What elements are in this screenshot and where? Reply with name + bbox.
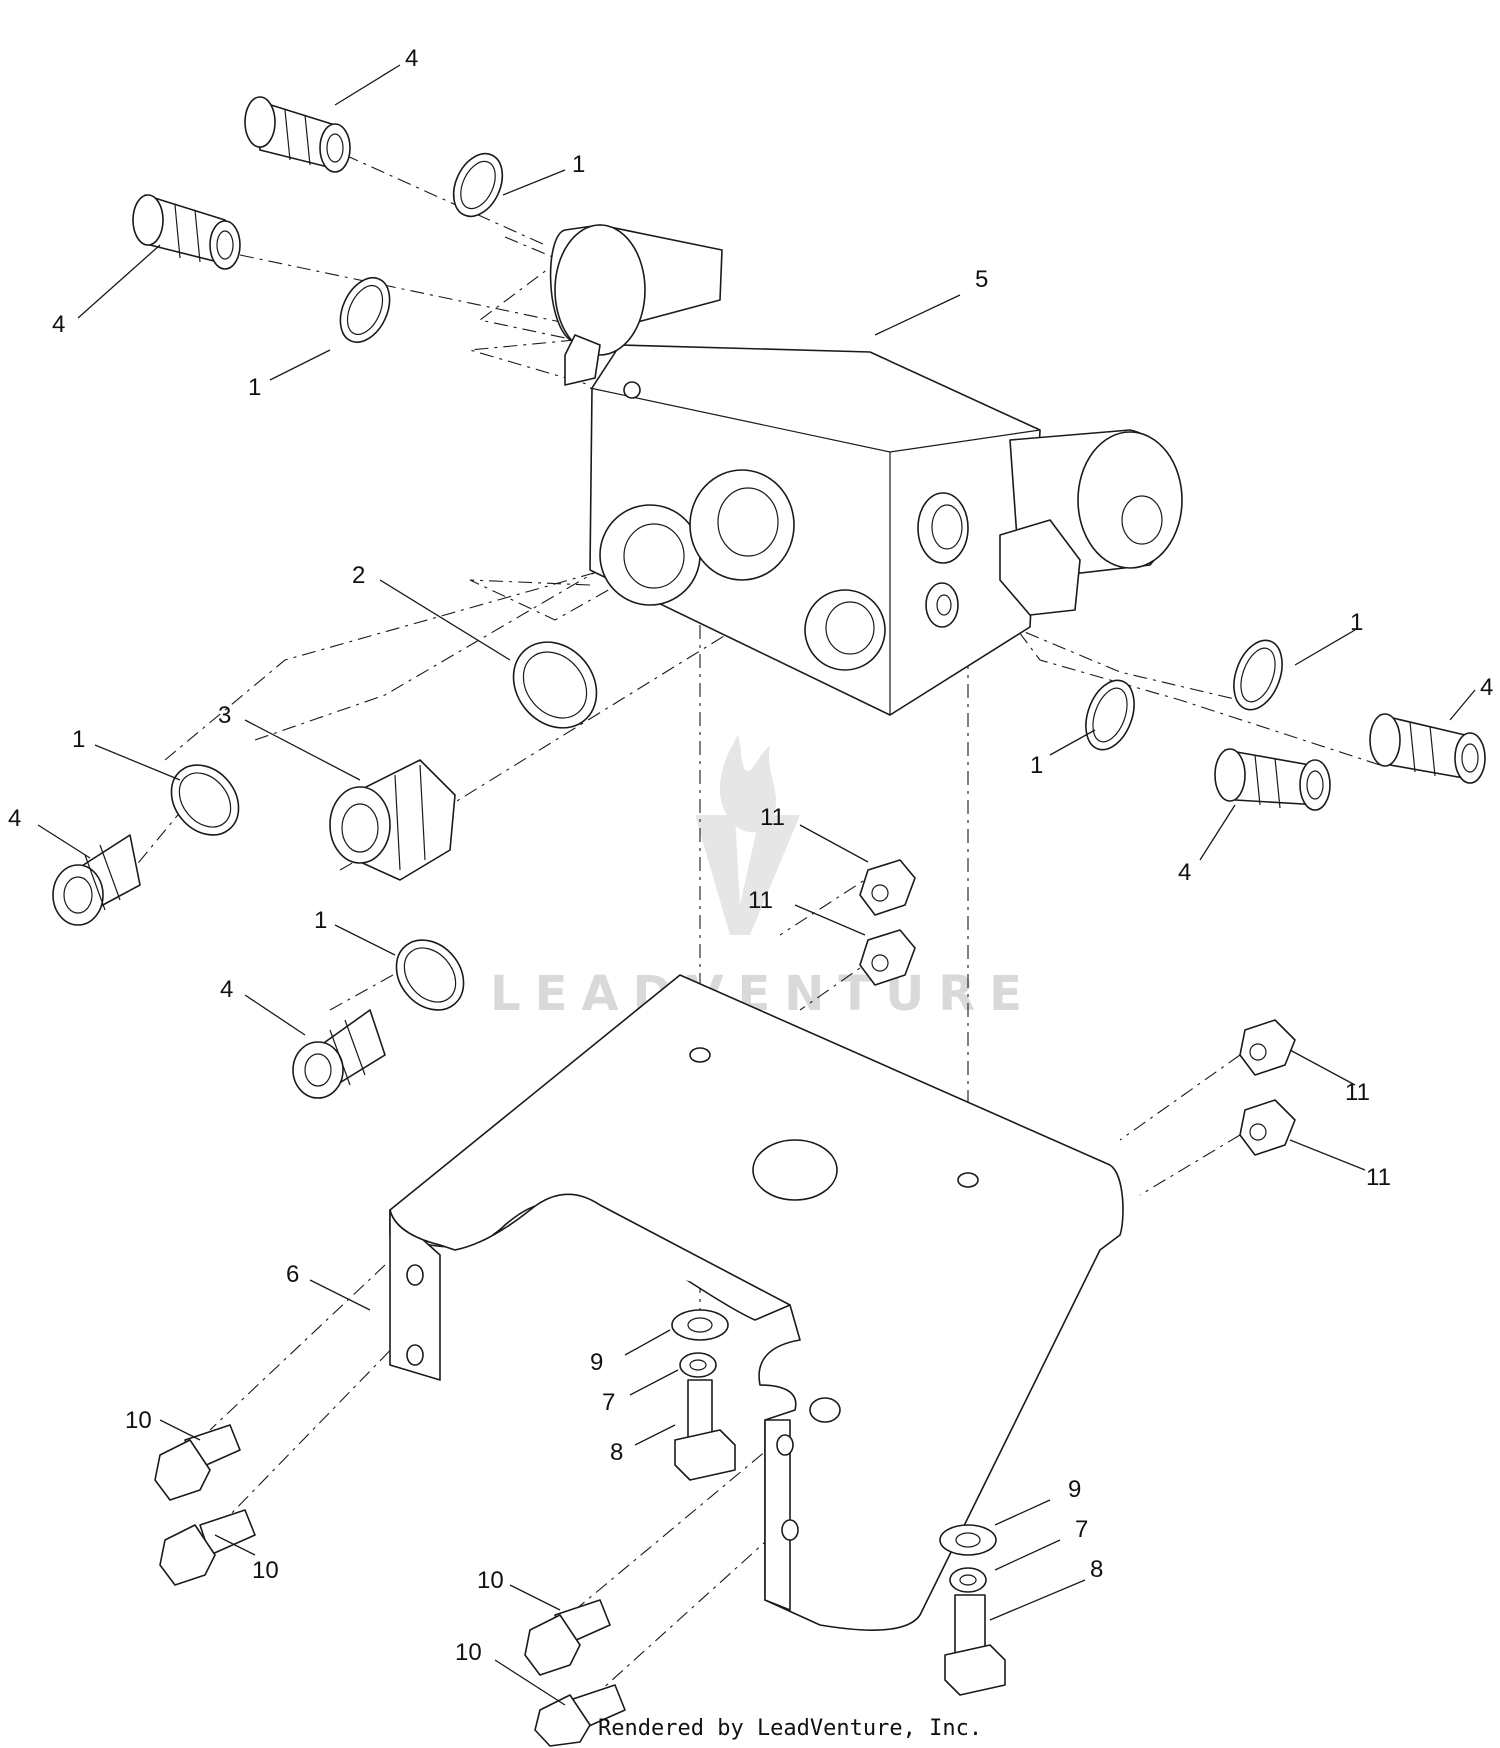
callout-4: 4 [52, 311, 65, 338]
callout-11: 11 [748, 887, 773, 914]
fitting-4d [292, 1009, 386, 1099]
callout-8: 8 [610, 1439, 623, 1466]
flange-nuts [859, 859, 1296, 1156]
callout-11: 11 [1345, 1079, 1370, 1106]
callout-1: 1 [572, 151, 585, 178]
callout-9: 9 [1068, 1476, 1081, 1503]
callout-4: 4 [1178, 859, 1191, 886]
callout-8: 8 [1090, 1556, 1103, 1583]
callout-5: 5 [975, 266, 988, 293]
callout-4: 4 [405, 45, 418, 72]
callout-6: 6 [286, 1261, 299, 1288]
washer-stack-left [671, 1309, 736, 1481]
fitting-4c [52, 834, 141, 926]
callout-7: 7 [1075, 1516, 1088, 1543]
o-rings [170, 152, 1283, 1011]
fitting-3 [329, 759, 456, 881]
valve-block [549, 224, 1183, 716]
callout-1: 1 [248, 374, 261, 401]
callout-4: 4 [8, 805, 21, 832]
callout-10: 10 [125, 1407, 152, 1434]
callout-11: 11 [760, 804, 785, 831]
fitting-4a [244, 96, 351, 173]
callout-10: 10 [477, 1567, 504, 1594]
callout-9: 9 [590, 1349, 603, 1376]
callout-3: 3 [218, 702, 231, 729]
callout-1: 1 [72, 726, 85, 753]
bolts-10 [154, 1424, 626, 1747]
callout-11: 11 [1366, 1164, 1391, 1191]
watermark: LEADVENTURE [490, 735, 1022, 1022]
callout-7: 7 [602, 1389, 615, 1416]
callout-1: 1 [1030, 752, 1043, 779]
callout-2: 2 [352, 562, 365, 589]
fitting-4e [1214, 748, 1331, 811]
washer-stack-right [939, 1524, 1006, 1696]
fitting-4f [1369, 713, 1486, 784]
callout-1: 1 [314, 907, 327, 934]
callout-10: 10 [252, 1557, 279, 1584]
callout-4: 4 [220, 976, 233, 1003]
fitting-4b [132, 194, 241, 270]
render-credit: Rendered by LeadVenture, Inc. [598, 1716, 982, 1741]
callouts: 4 1 4 1 5 2 3 1 4 1 4 1 4 1 4 11 11 11 1… [8, 45, 1493, 1666]
mounting-bracket [389, 974, 1124, 1631]
callout-1: 1 [1350, 609, 1363, 636]
callout-4: 4 [1480, 674, 1493, 701]
callout-10: 10 [455, 1639, 482, 1666]
leader-lines [37, 64, 1476, 1706]
